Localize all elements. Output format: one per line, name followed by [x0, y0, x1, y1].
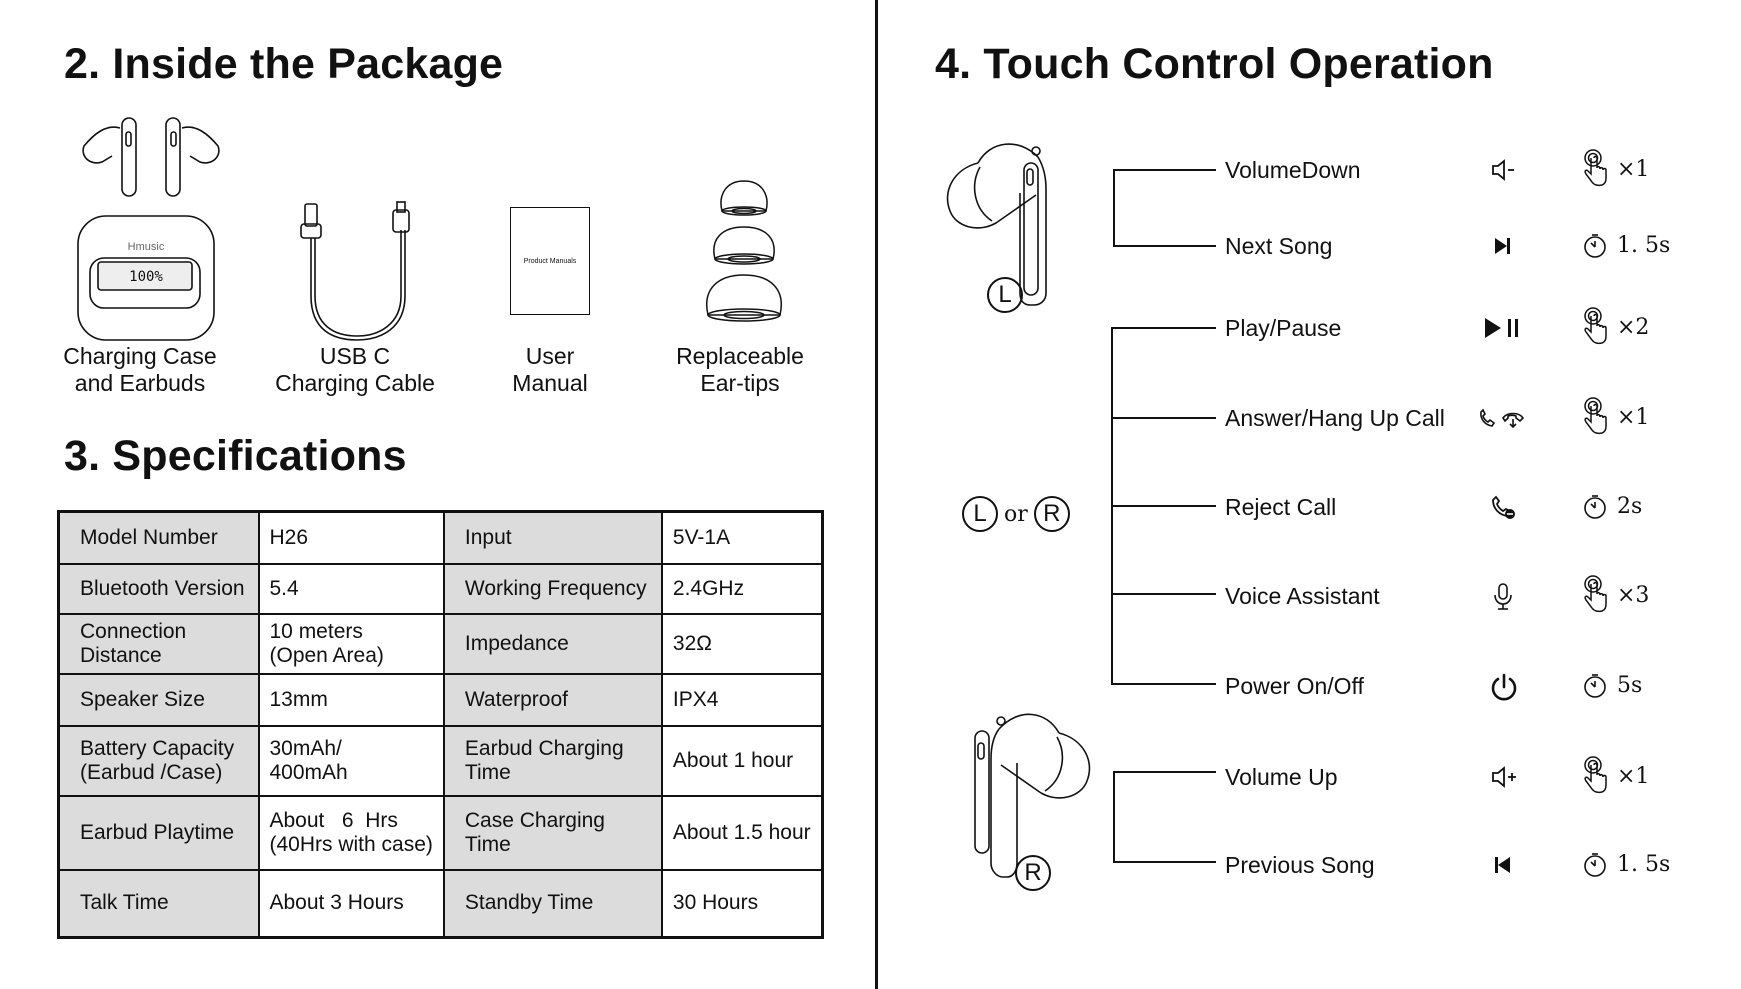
reject-call-icon: [1488, 492, 1518, 527]
control-label: Previous Song: [1225, 852, 1375, 878]
gesture-action: ×3: [1617, 583, 1650, 608]
right-badge: R: [1015, 855, 1051, 891]
spec-value: 30 Hours: [660, 868, 824, 939]
left-badge: L: [987, 277, 1023, 313]
spec-value: H26: [257, 510, 445, 565]
controls-title: 4. Touch Control Operation: [935, 40, 1494, 88]
control-label: Volume Up: [1225, 764, 1338, 790]
volume-up-icon: [1488, 762, 1518, 797]
volume-down-icon: [1488, 155, 1518, 190]
gesture-action: 2s: [1617, 494, 1643, 519]
spec-value: 5V-1A: [660, 510, 824, 565]
answer-hangup-icon: [1475, 403, 1531, 438]
spec-label: Waterproof: [442, 672, 663, 727]
spec-value: 13mm: [257, 672, 445, 727]
hold-timer-icon: [1580, 671, 1610, 706]
right-earbud-illustration: [974, 713, 1091, 878]
control-label: Answer/Hang Up Call: [1225, 405, 1445, 431]
control-label: Voice Assistant: [1225, 583, 1380, 609]
spec-value: IPX4: [660, 672, 824, 727]
next-track-icon: [1488, 231, 1518, 266]
power-icon: [1488, 671, 1520, 708]
package-title: 2. Inside the Package: [64, 40, 504, 88]
hold-timer-icon: [1580, 231, 1610, 266]
spec-label: Case Charging Time: [442, 794, 663, 871]
left-or-right-badge: L or R: [962, 496, 1070, 532]
control-label: Next Song: [1225, 233, 1333, 259]
spec-label: Input: [442, 510, 663, 565]
manual-cover-text: Product Manuals: [523, 257, 577, 265]
tap-gesture-icon: [1580, 755, 1610, 800]
case-brand: Hmusic: [128, 241, 165, 253]
tap-gesture-icon: [1580, 396, 1610, 441]
spec-label: Standby Time: [442, 868, 663, 939]
spec-label: Battery Capacity (Earbud /Case): [57, 724, 260, 797]
spec-label: Working Frequency: [442, 562, 663, 615]
column-divider: [875, 0, 878, 989]
hold-timer-icon: [1580, 850, 1610, 885]
gesture-action: ×1: [1617, 157, 1650, 182]
gesture-action: 1. 5s: [1617, 233, 1671, 258]
spec-value: 2.4GHz: [660, 562, 824, 615]
control-label: Reject Call: [1225, 494, 1337, 520]
spec-value: 32Ω: [660, 612, 824, 675]
spec-label: Impedance: [442, 612, 663, 675]
spec-value: 30mAh/ 400mAh: [257, 724, 445, 797]
gesture-action: ×2: [1617, 315, 1650, 340]
tap-gesture-icon: [1580, 148, 1610, 193]
spec-label: Model Number: [57, 510, 260, 565]
previous-track-icon: [1488, 850, 1518, 885]
gesture-action: 1. 5s: [1617, 852, 1671, 877]
tap-gesture-icon: [1580, 574, 1610, 619]
spec-label: Earbud Charging Time: [442, 724, 663, 797]
spec-value: About 3 Hours: [257, 868, 445, 939]
spec-label: Earbud Playtime: [57, 794, 260, 871]
spec-value: 10 meters (Open Area): [257, 612, 445, 675]
control-label: VolumeDown: [1225, 157, 1361, 183]
left-earbud-illustration: [946, 143, 1047, 306]
gesture-action: ×1: [1617, 764, 1650, 789]
gesture-action: 5s: [1617, 673, 1643, 698]
bracket-lines: [1111, 169, 1216, 863]
hold-timer-icon: [1580, 492, 1610, 527]
control-label: Play/Pause: [1225, 315, 1342, 341]
tap-gesture-icon: [1580, 306, 1610, 351]
spec-label: Speaker Size: [57, 672, 260, 727]
specs-title: 3. Specifications: [64, 432, 407, 480]
ear-tips-illustration: [706, 180, 782, 322]
play-pause-icon: [1481, 313, 1525, 348]
spec-value: 5.4: [257, 562, 445, 615]
spec-value: About 1.5 hour: [660, 794, 824, 871]
spec-label: Talk Time: [57, 868, 260, 939]
microphone-icon: [1488, 581, 1518, 616]
spec-label: Connection Distance: [57, 612, 260, 675]
user-manual-illustration: Product Manuals: [510, 207, 590, 315]
spec-row: Battery Capacity (Earbud /Case)30mAh/ 40…: [57, 724, 824, 797]
spec-label: Bluetooth Version: [57, 562, 260, 615]
control-label: Power On/Off: [1225, 673, 1364, 699]
case-battery-display: 100%: [129, 269, 163, 285]
gesture-action: ×1: [1617, 405, 1650, 430]
spec-value: About 1 hour: [660, 724, 824, 797]
usb-cable-illustration: [300, 201, 410, 341]
spec-value: About 6 Hrs (40Hrs with case): [257, 794, 445, 871]
charging-case-illustration: Hmusic 100%: [77, 117, 220, 341]
